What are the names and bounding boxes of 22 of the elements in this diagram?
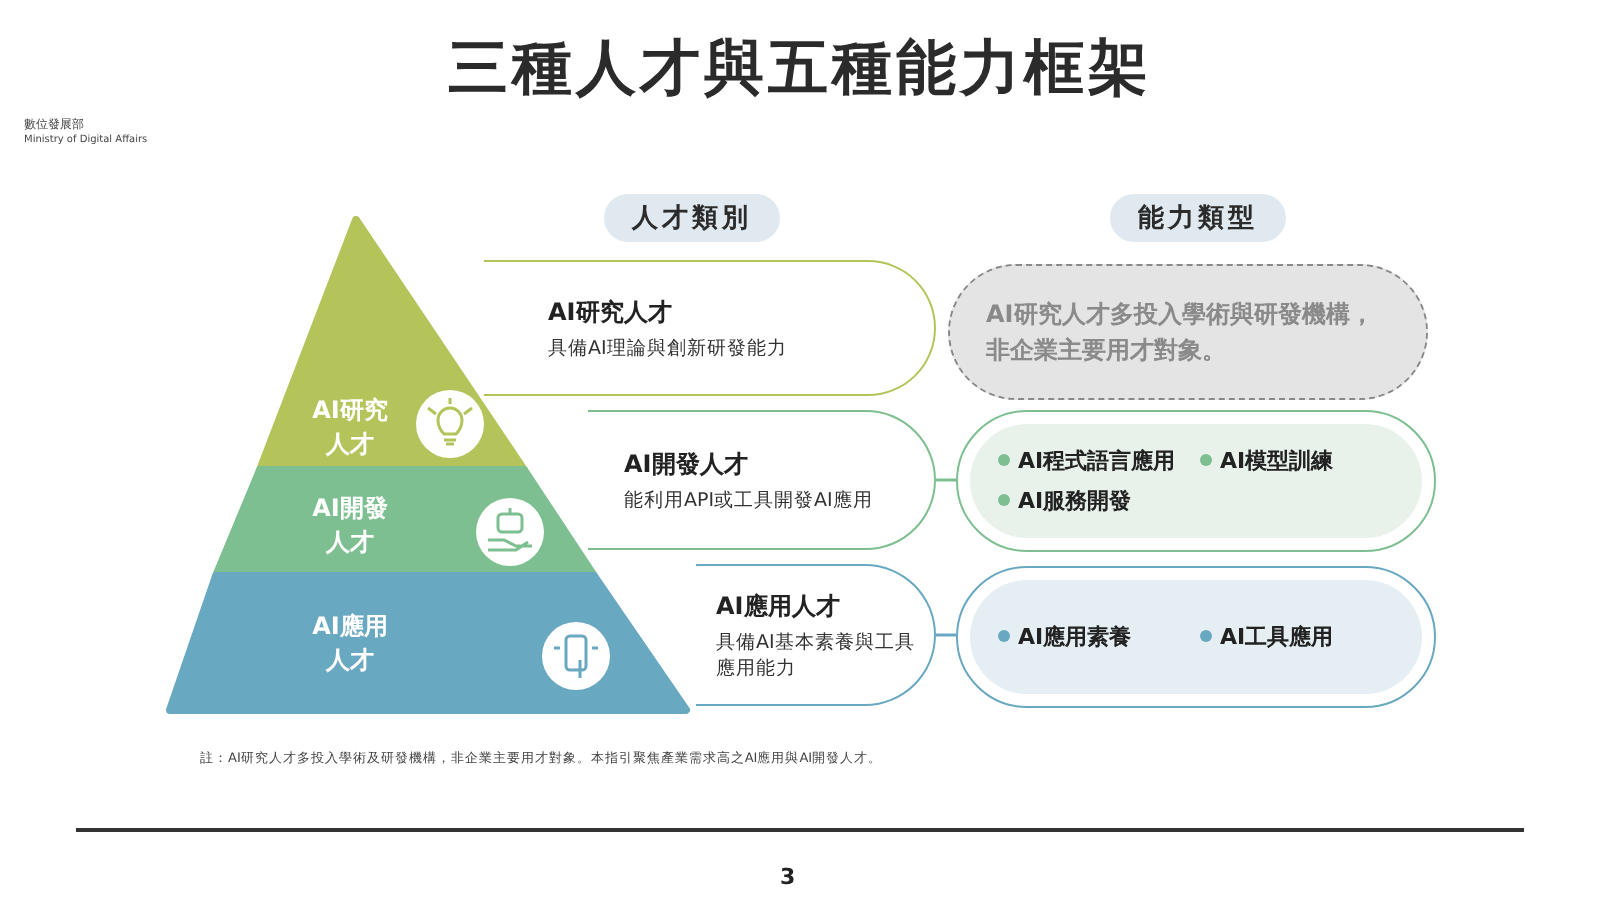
capability-item: AI工具應用 xyxy=(1200,617,1402,657)
card-heading: AI開發人才 xyxy=(624,447,750,481)
page-number: 3 xyxy=(780,864,796,890)
card-heading: AI研究人才 xyxy=(548,295,674,329)
card-description: 具備AI理論與創新研發能力 xyxy=(548,335,789,361)
tier-label: AI研究人才 xyxy=(310,394,390,462)
card-description: 具備AI基本素養與工具應用能力 xyxy=(716,629,917,681)
capability-item: AI模型訓練 xyxy=(1200,441,1402,481)
connector-line xyxy=(936,478,956,482)
capability-item: AI服務開發 xyxy=(998,481,1200,521)
note-text: AI研究人才多投入學術與研發機構，非企業主要用才對象。 xyxy=(986,298,1376,368)
tier-label: AI開發人才 xyxy=(310,492,390,560)
card-heading: AI應用人才 xyxy=(716,589,842,623)
column-header: 人才類別 xyxy=(604,194,780,242)
capability-item: AI應用素養 xyxy=(998,617,1200,657)
pyramid-tier xyxy=(166,572,690,714)
tier-label: AI應用人才 xyxy=(310,610,390,678)
page-title: 三種人才與五種能力框架 xyxy=(446,32,1154,108)
card-description: 能利用API或工具開發AI應用 xyxy=(624,487,875,513)
capability-item: AI程式語言應用 xyxy=(998,441,1200,481)
column-header: 能力類型 xyxy=(1110,194,1286,242)
connector-line xyxy=(936,633,956,637)
